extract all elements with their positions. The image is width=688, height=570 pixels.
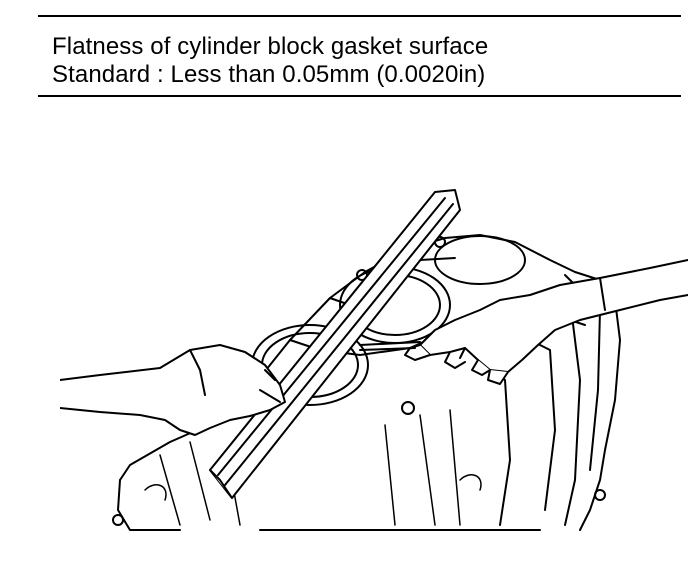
cylinder-block-illustration (60, 180, 688, 540)
right-hand (404, 259, 688, 385)
left-hand (60, 344, 286, 436)
straight-edge (209, 189, 461, 499)
spec-standard: Standard : Less than 0.05mm (0.0020in) (52, 61, 486, 88)
spec-bottom-rule (38, 95, 681, 97)
illustration-svg (60, 189, 688, 531)
spec-box: Flatness of cylinder block gasket surfac… (38, 15, 681, 97)
feeler-gauge (359, 341, 421, 351)
spec-title: Flatness of cylinder block gasket surfac… (52, 33, 489, 60)
spec-top-rule (38, 15, 681, 17)
block-ribs (144, 409, 482, 526)
